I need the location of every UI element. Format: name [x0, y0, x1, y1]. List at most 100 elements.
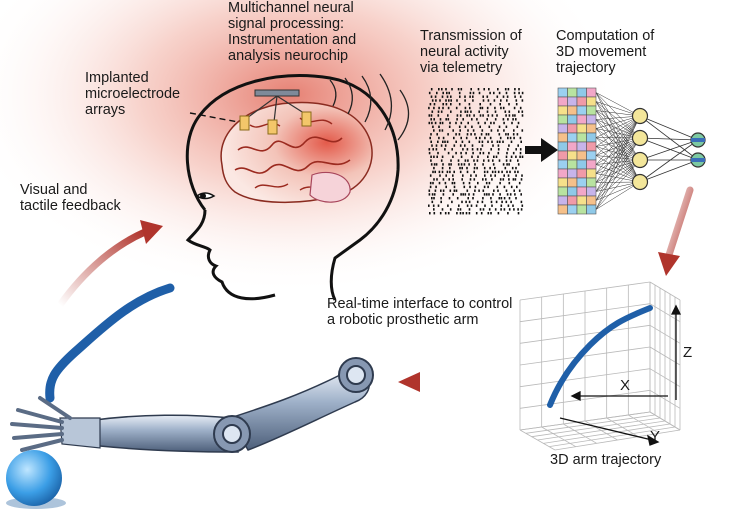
spike-mark: [459, 208, 462, 211]
spike-mark: [449, 121, 451, 125]
spike-mark: [444, 144, 447, 147]
spike-mark: [441, 129, 444, 132]
spike-mark: [507, 133, 509, 136]
spike-raster: [428, 88, 524, 215]
spike-mark: [483, 159, 485, 162]
spike-mark: [431, 121, 433, 125]
spike-mark: [440, 144, 443, 147]
input-cell: [576, 87, 587, 98]
input-cell: [557, 105, 568, 116]
spike-mark: [430, 133, 432, 136]
input-cell: [586, 186, 597, 197]
spike-mark: [445, 185, 447, 189]
spike-mark: [505, 159, 508, 162]
arrow-to-trajectory: [658, 186, 694, 276]
spike-mark: [507, 136, 509, 140]
spike-mark: [520, 193, 522, 196]
hidden-node: [631, 129, 649, 147]
input-cell: [557, 159, 568, 170]
input-cell: [567, 141, 578, 152]
spike-mark: [460, 155, 463, 158]
spike-mark: [490, 200, 493, 204]
spike-mark: [462, 212, 464, 215]
spike-mark: [499, 103, 501, 106]
input-cell: [557, 114, 568, 125]
spike-mark: [485, 133, 488, 136]
spike-mark: [435, 148, 438, 151]
spike-mark: [459, 129, 461, 132]
spike-mark: [497, 129, 499, 132]
spike-mark: [449, 170, 451, 174]
spike-mark: [494, 208, 497, 211]
spike-mark: [440, 159, 443, 162]
spike-mark: [507, 88, 510, 91]
input-cell: [576, 123, 587, 134]
spike-mark: [442, 136, 445, 140]
spike-mark: [507, 118, 509, 121]
spike-mark: [509, 193, 512, 196]
spike-mark: [482, 163, 484, 166]
spike-mark: [510, 155, 513, 158]
spike-mark: [513, 208, 515, 211]
spike-mark: [436, 155, 438, 158]
spike-mark: [459, 95, 461, 98]
spike-mark: [437, 151, 439, 155]
spike-mark: [462, 118, 464, 121]
spike-mark: [471, 118, 473, 121]
spike-mark: [470, 133, 472, 136]
spike-mark: [488, 193, 490, 196]
spike-mark: [476, 148, 479, 151]
spike-mark: [456, 212, 458, 215]
spike-mark: [519, 136, 522, 140]
spike-mark: [430, 140, 432, 143]
spike-mark: [488, 181, 491, 185]
spike-mark: [464, 159, 467, 162]
spike-mark: [491, 170, 494, 174]
spike-mark: [472, 95, 474, 98]
spike-mark: [487, 185, 489, 189]
spike-mark: [475, 174, 477, 177]
spike-mark: [501, 200, 503, 204]
spike-mark: [508, 110, 511, 113]
spike-mark: [491, 178, 493, 181]
spike-mark: [502, 140, 504, 143]
spike-mark: [450, 110, 452, 113]
spike-mark: [455, 121, 457, 125]
spike-mark: [513, 189, 515, 192]
spike-mark: [499, 136, 502, 140]
spike-mark: [450, 103, 452, 106]
spike-mark: [505, 114, 507, 117]
spike-mark: [434, 189, 437, 192]
spike-mark: [505, 200, 508, 204]
spike-mark: [498, 197, 501, 200]
trajectory-curve: [547, 305, 653, 408]
spike-mark: [468, 140, 471, 143]
spike-mark: [445, 99, 447, 102]
spike-mark: [482, 189, 485, 192]
spike-mark: [444, 148, 446, 151]
input-cell: [576, 204, 587, 215]
spike-mark: [446, 91, 448, 95]
axis-y-label: Y: [650, 428, 661, 445]
spike-mark: [442, 189, 445, 192]
spike-mark: [453, 181, 456, 185]
spike-mark: [453, 185, 456, 189]
spike-mark: [507, 212, 509, 215]
spike-mark: [503, 208, 506, 211]
spike-mark: [513, 136, 515, 140]
spike-mark: [464, 193, 467, 196]
input-cell: [576, 132, 587, 143]
spike-mark: [518, 110, 520, 113]
microelectrode-arrays: [239, 111, 312, 135]
spike-mark: [435, 163, 438, 166]
spike-mark: [479, 151, 481, 155]
spike-mark: [437, 110, 440, 113]
spike-mark: [459, 144, 462, 147]
spike-mark: [474, 189, 476, 192]
spike-mark: [503, 185, 506, 189]
input-cell: [557, 132, 568, 143]
spike-mark: [439, 212, 442, 215]
spike-mark: [479, 125, 481, 128]
spike-mark: [476, 166, 478, 170]
spike-mark: [515, 103, 518, 106]
